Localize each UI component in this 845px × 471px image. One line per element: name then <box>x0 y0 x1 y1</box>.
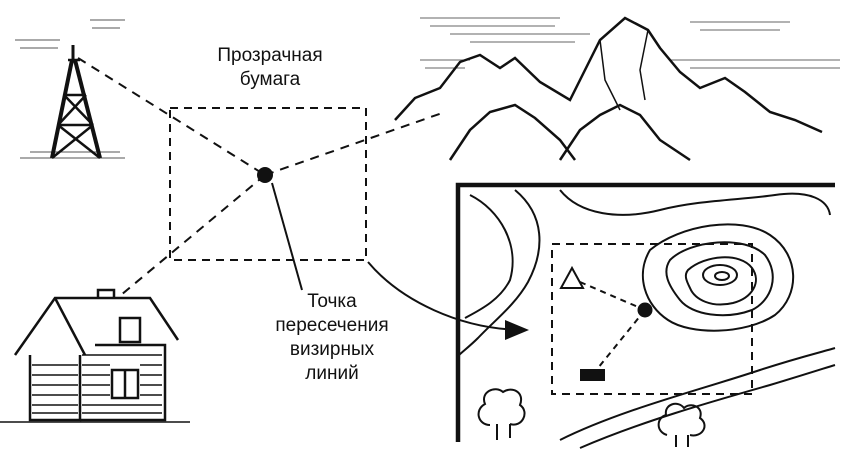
intersection-label-line2: пересечения <box>232 314 432 338</box>
intersection-label-line1: Точка <box>232 290 432 314</box>
house-map-symbol-icon <box>580 369 605 381</box>
triangle-landmark-icon <box>561 268 583 288</box>
house-icon <box>0 290 190 422</box>
intersection-label-line3: визирных <box>232 338 432 362</box>
map-intersection-point <box>638 303 653 318</box>
transparent-paper-label: Прозрачная бумага <box>175 44 365 92</box>
sight-line-house <box>115 175 265 300</box>
tower-icon <box>15 20 125 158</box>
transparent-paper-label-line2: бумага <box>175 68 365 92</box>
intersection-point-label: Точка пересечения визирных линий <box>232 290 432 386</box>
intersection-point <box>257 167 273 183</box>
sight-line-mountain <box>265 112 445 175</box>
topographic-map <box>458 185 835 448</box>
pointer-line <box>272 183 302 290</box>
mountain-icon <box>395 18 840 160</box>
intersection-label-line4: линий <box>232 362 432 386</box>
transparent-paper-label-line1: Прозрачная <box>175 44 365 68</box>
transparent-paper-rect <box>170 108 366 260</box>
